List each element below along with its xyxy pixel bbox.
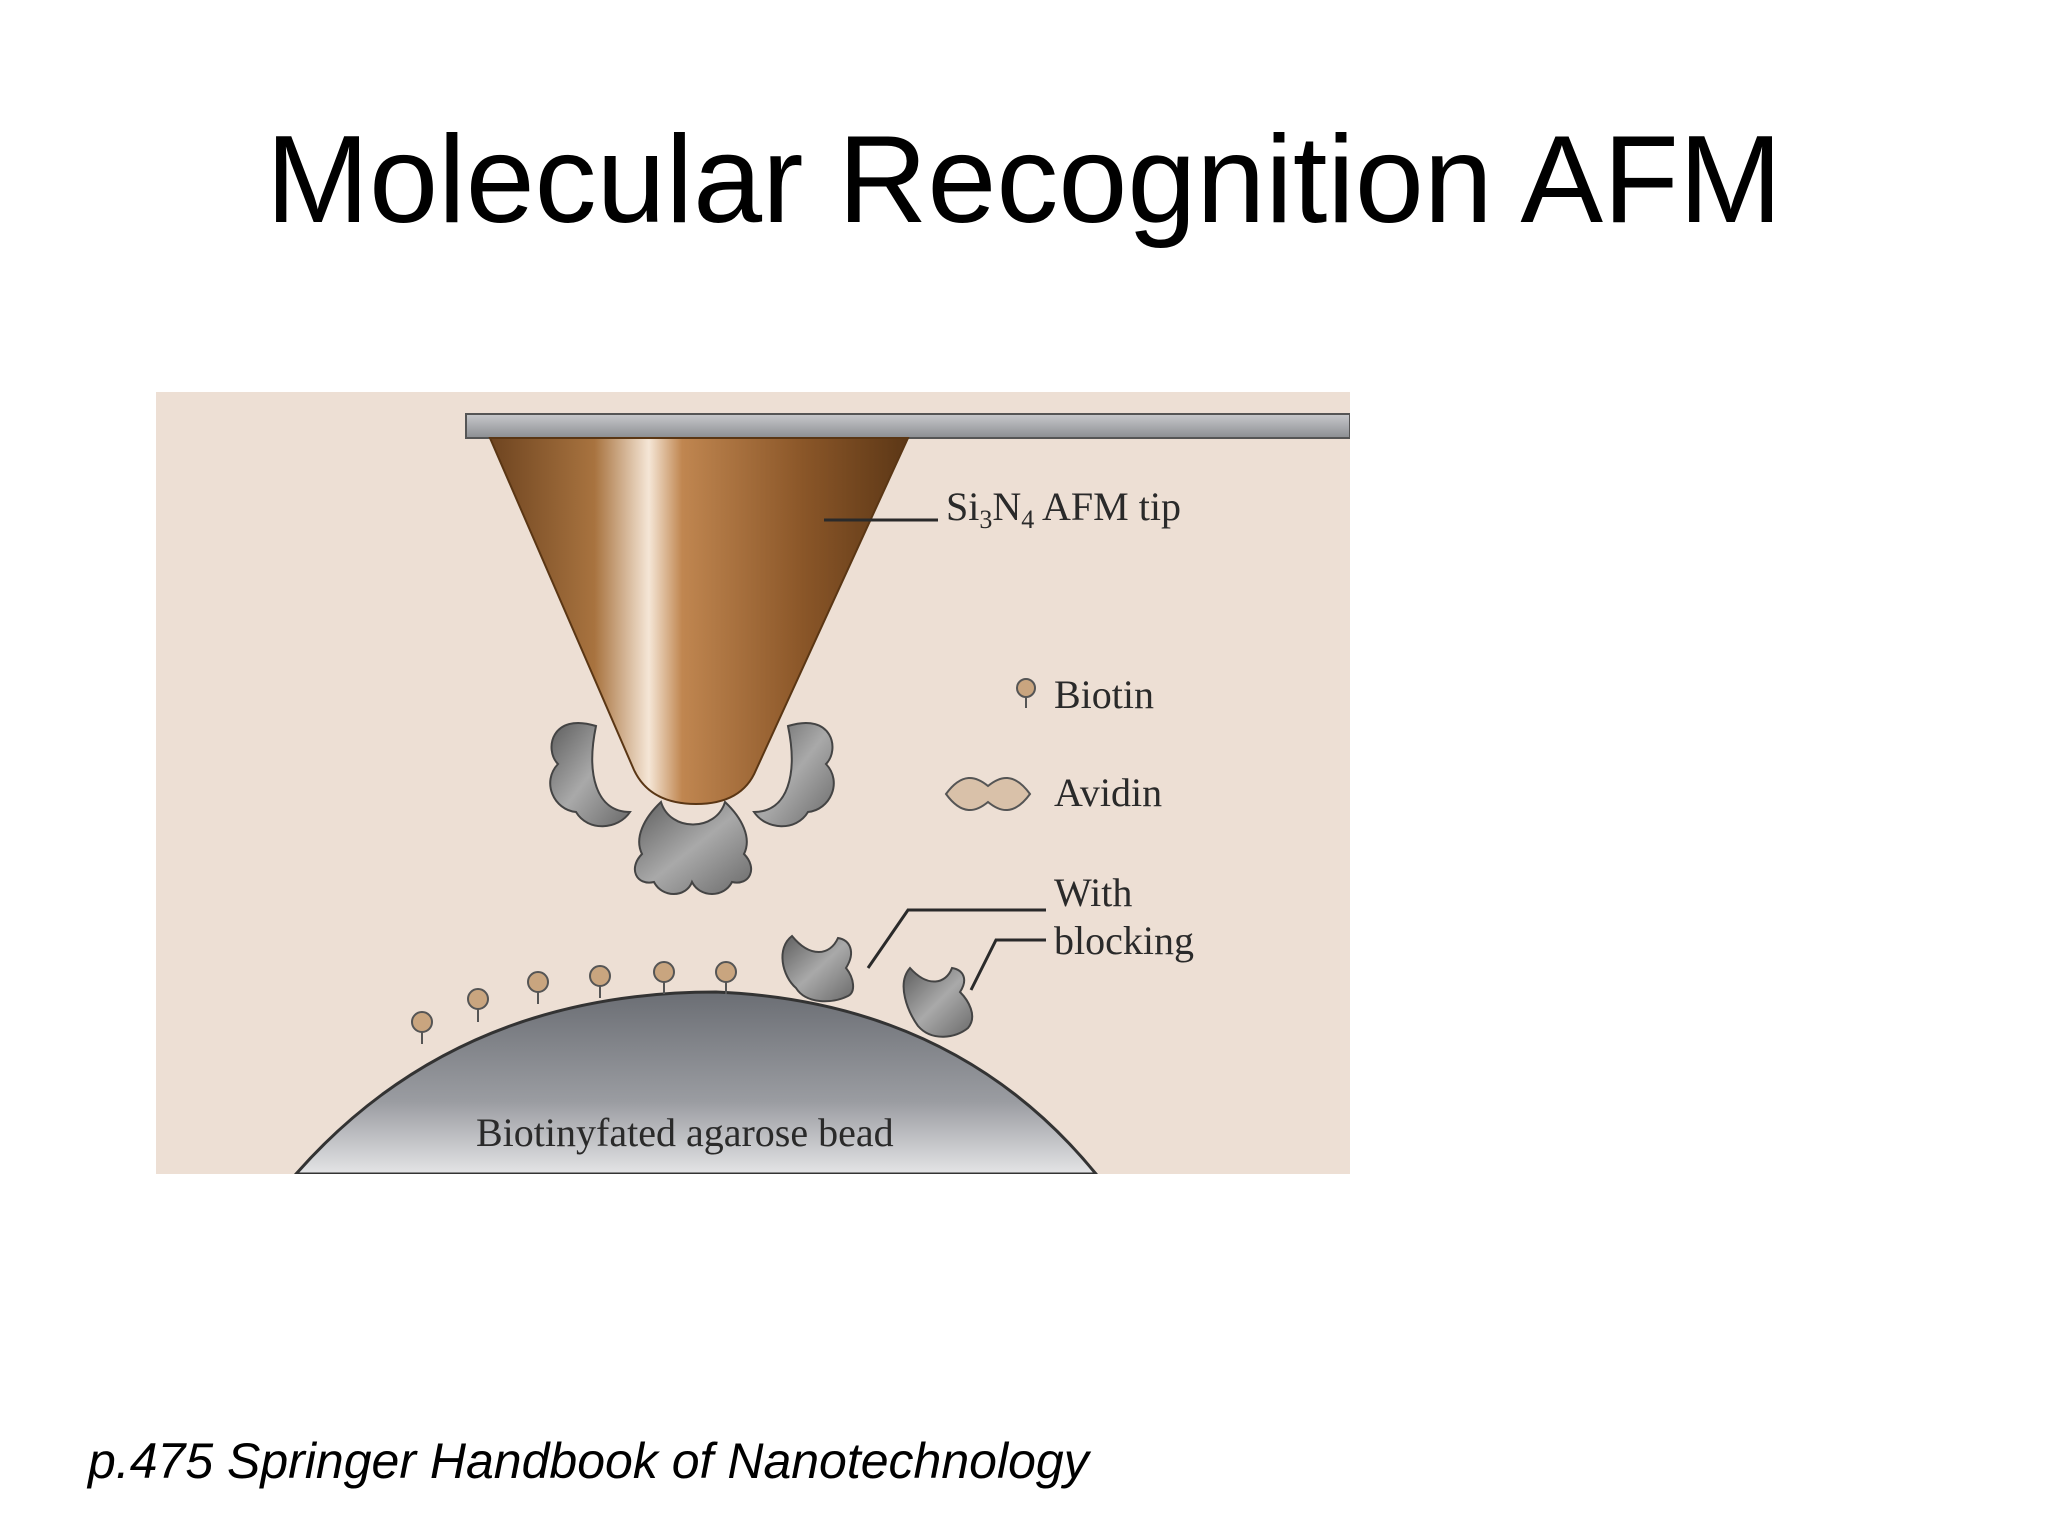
bead-label: Biotinyfated agarose bead xyxy=(476,1110,894,1155)
afm-diagram: Si3N4 AFM tip Biotin Avidin With blockin… xyxy=(156,392,1350,1174)
legend-biotin-label: Biotin xyxy=(1054,672,1154,717)
blocking-label-line1: With xyxy=(1054,870,1132,915)
legend-avidin-label: Avidin xyxy=(1054,770,1162,815)
source-citation: p.475 Springer Handbook of Nanotechnolog… xyxy=(88,1433,1089,1489)
bead-biotins xyxy=(411,961,737,1044)
tip-avidin-bottom xyxy=(633,800,753,895)
bead-avidin-1 xyxy=(781,934,854,1003)
afm-tip xyxy=(488,437,910,806)
blocking-label-line2: blocking xyxy=(1054,918,1194,963)
bead-avidin-2 xyxy=(902,966,974,1038)
tip-avidin-right xyxy=(752,722,835,828)
legend-avidin-icon xyxy=(944,777,1032,811)
agarose-bead xyxy=(294,990,1098,1174)
slide-title: Molecular Recognition AFM xyxy=(265,111,1783,249)
cantilever xyxy=(465,413,1350,439)
tip-avidin-left xyxy=(549,722,632,828)
tip-label: Si3N4 AFM tip xyxy=(946,484,1181,534)
legend-biotin-icon xyxy=(1016,678,1036,708)
